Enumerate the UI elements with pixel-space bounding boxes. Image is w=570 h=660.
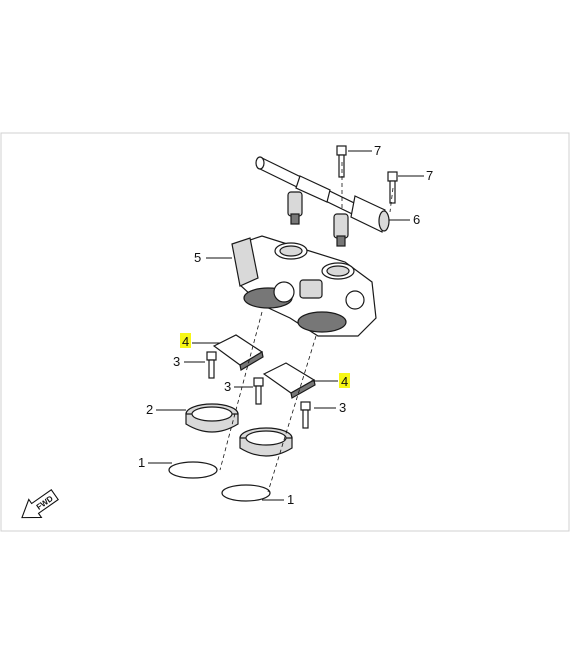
callout-4-left: 4 xyxy=(182,334,189,349)
throttle-body xyxy=(231,235,377,337)
intake-boot-right xyxy=(239,427,293,457)
callout-5: 5 xyxy=(194,250,201,265)
gasket-left xyxy=(212,334,264,371)
callout-4-right: 4 xyxy=(341,374,348,389)
assembly-lines xyxy=(219,162,394,493)
forward-arrow-icon: FWD xyxy=(21,488,59,519)
callout-3-right: 3 xyxy=(339,400,346,415)
callout-3-left: 3 xyxy=(173,354,180,369)
callout-2: 2 xyxy=(146,402,153,417)
callout-7-right: 7 xyxy=(426,168,433,183)
bolt-upper-right xyxy=(387,171,398,204)
o-ring-right xyxy=(221,484,271,502)
bolt-left xyxy=(206,351,217,379)
o-ring-left xyxy=(168,461,218,479)
callout-6: 6 xyxy=(413,212,420,227)
callout-7-top: 7 xyxy=(374,143,381,158)
fuel-rail xyxy=(255,156,390,233)
callout-1-right: 1 xyxy=(287,492,294,507)
bolt-upper-left xyxy=(336,145,347,178)
diagram-frame xyxy=(0,132,570,532)
callout-3-middle: 3 xyxy=(224,379,231,394)
bolt-middle xyxy=(253,377,264,405)
callout-4-highlight-left xyxy=(180,333,191,348)
bolt-right xyxy=(300,401,311,429)
intake-boot-left xyxy=(185,403,239,433)
callout-4-highlight-right xyxy=(339,373,350,388)
injector-right xyxy=(333,213,349,247)
gasket-right xyxy=(262,362,316,399)
injector-left xyxy=(287,191,303,225)
leader-lines xyxy=(148,150,424,501)
callout-1-left: 1 xyxy=(138,455,145,470)
